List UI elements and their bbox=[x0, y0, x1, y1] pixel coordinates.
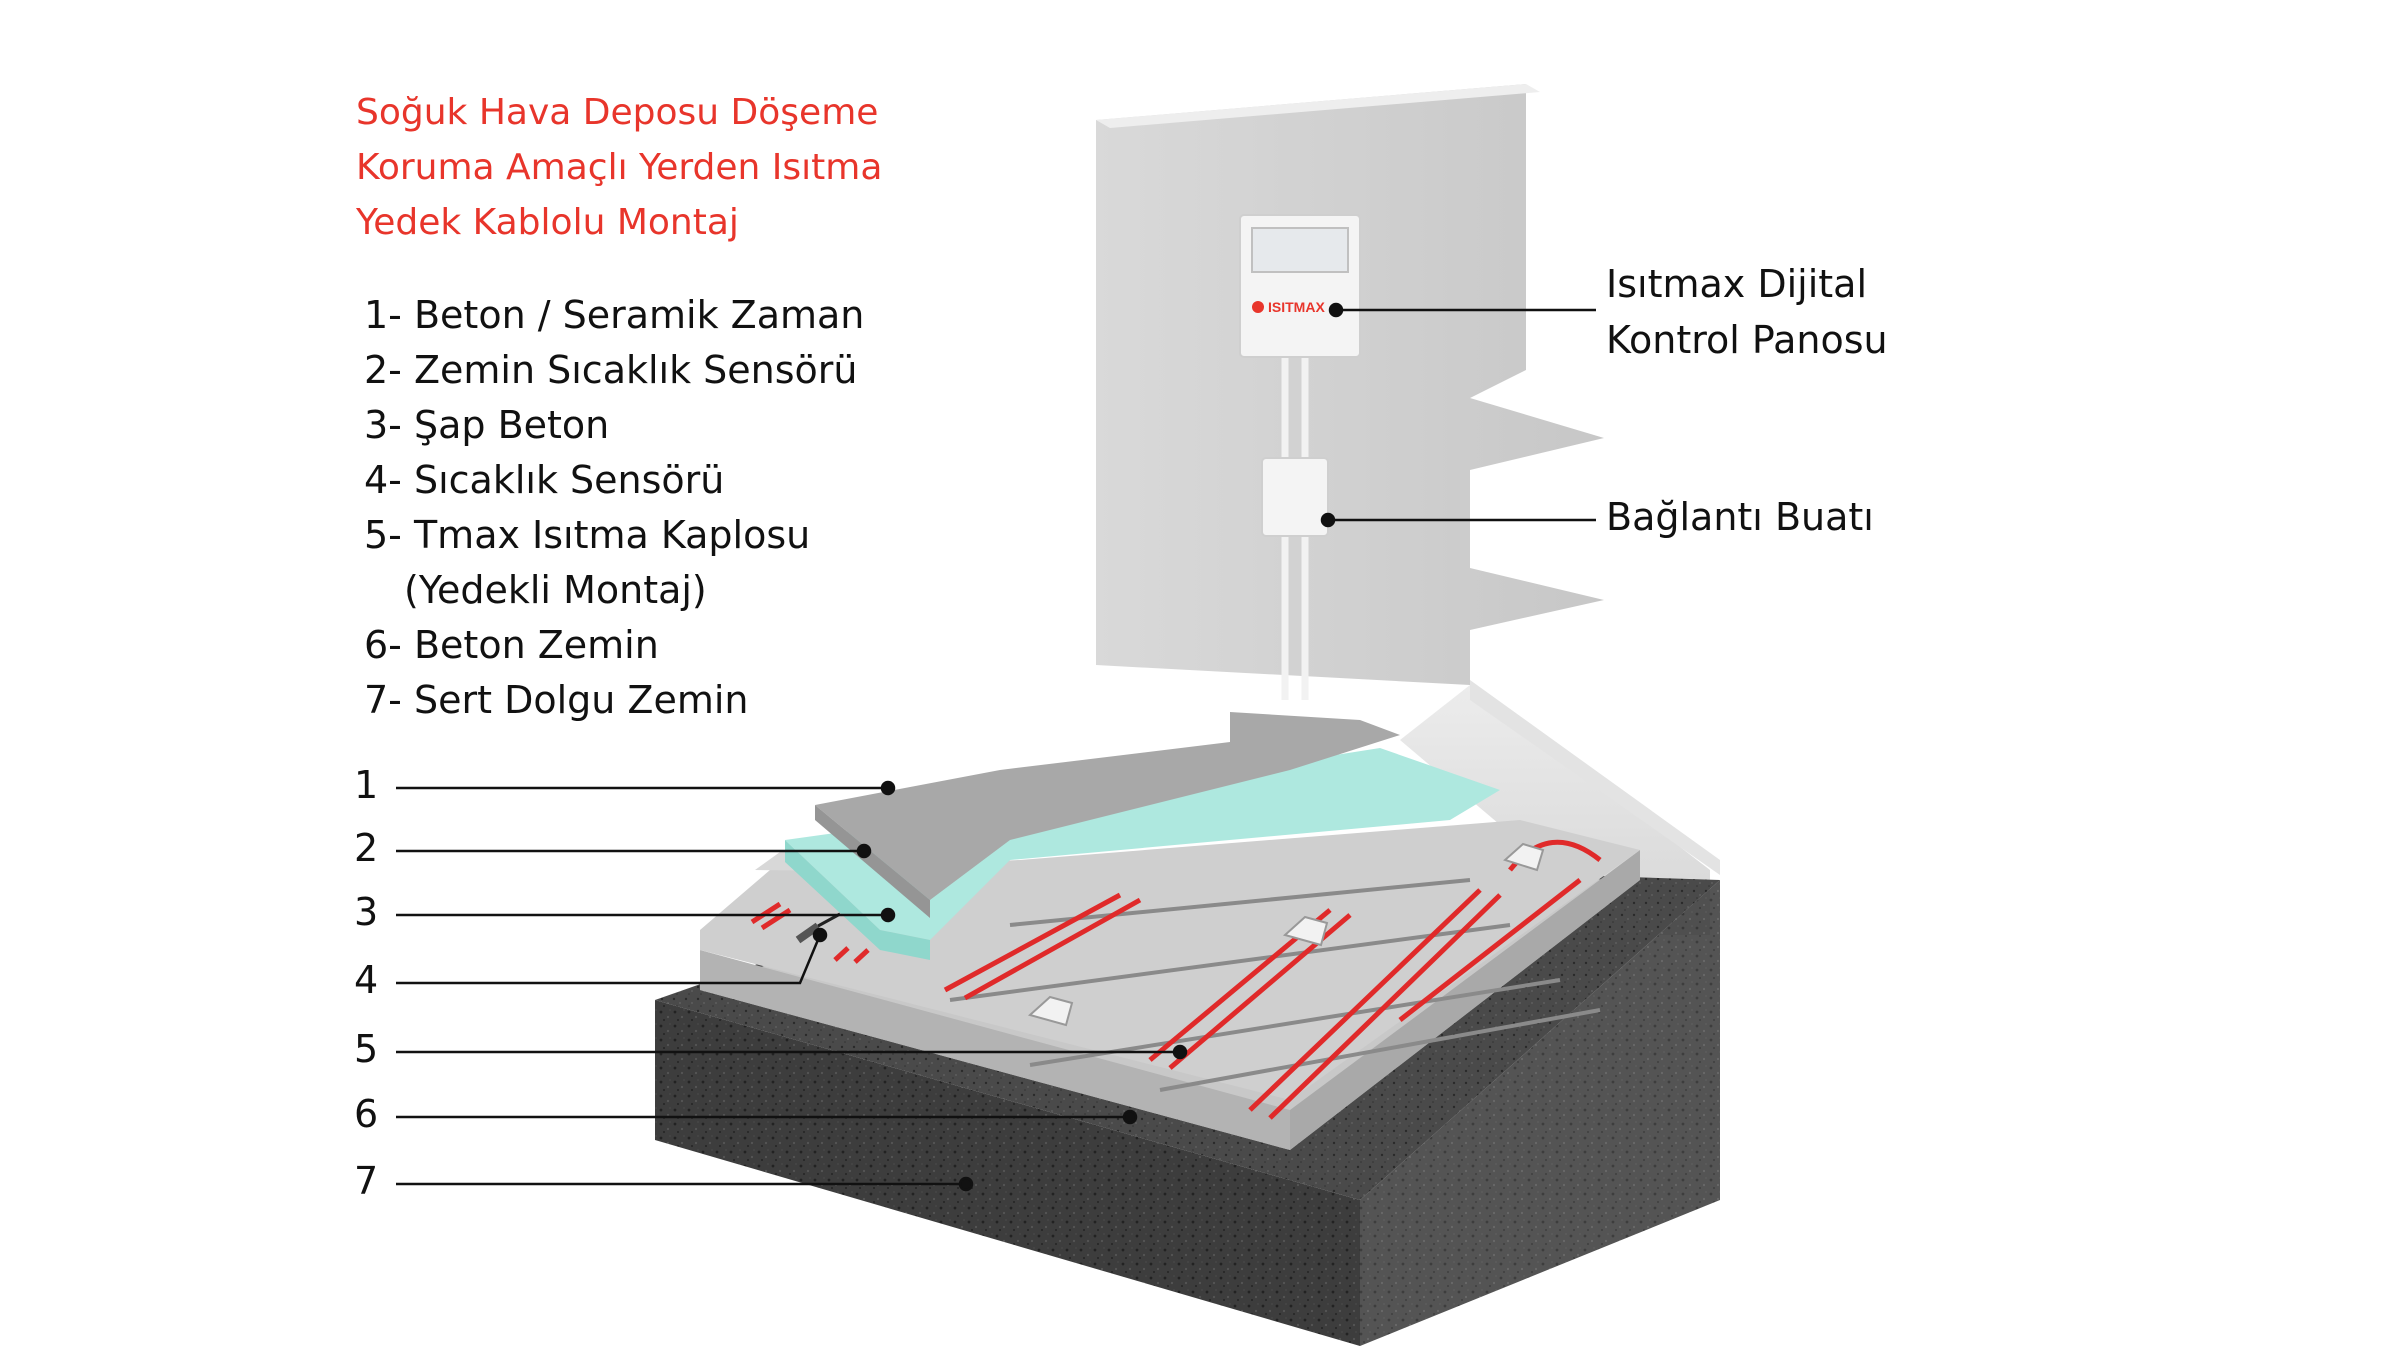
panel-display bbox=[1251, 227, 1349, 273]
heating-cable bbox=[963, 897, 1142, 1001]
callout-control-panel-line-1: Isıtmax Dijital bbox=[1606, 262, 1868, 306]
heating-cable-short bbox=[833, 946, 870, 964]
heating-cable bbox=[1398, 878, 1582, 1022]
legend-item-7: 7- Sert Dolgu Zemin bbox=[364, 678, 749, 722]
cable-clip bbox=[1503, 842, 1545, 872]
panel-logo-text: ISITMAX bbox=[1268, 299, 1325, 315]
wall-side-face bbox=[1470, 680, 1720, 875]
heating-cable bbox=[1248, 888, 1482, 1112]
legend-item-5: 5- Tmax Isıtma Kaplosu bbox=[364, 513, 811, 557]
layer-number-7: 7 bbox=[354, 1159, 379, 1203]
cable-rail bbox=[1159, 1008, 1601, 1092]
layer-number-3: 3 bbox=[354, 890, 379, 934]
legend-item-2: 2- Zemin Sıcaklık Sensörü bbox=[364, 348, 858, 392]
title-line-2: Koruma Amaçlı Yerden Isıtma bbox=[356, 147, 883, 188]
wall-top-edge bbox=[1096, 84, 1540, 128]
cable-clip bbox=[1282, 915, 1329, 947]
leader-dot bbox=[1172, 1044, 1188, 1060]
legend-item-6: 6- Beton Zemin bbox=[364, 623, 659, 667]
base-right bbox=[1290, 850, 1640, 1150]
legend-item-5-note: (Yedekli Montaj) bbox=[404, 568, 707, 612]
legend-item-3: 3- Şap Beton bbox=[364, 403, 610, 447]
legend-item-1: 1- Beton / Seramik Zaman bbox=[364, 293, 865, 337]
callout-junction-box: Bağlantı Buatı bbox=[1606, 495, 1874, 539]
control-panel: ISITMAX bbox=[1239, 214, 1361, 358]
heating-cable-short bbox=[750, 901, 792, 931]
wall-front bbox=[1096, 84, 1604, 685]
soil-front bbox=[655, 1000, 1360, 1346]
slab-front bbox=[815, 805, 930, 918]
cable-clip bbox=[1027, 995, 1074, 1027]
leader-dot bbox=[1328, 302, 1344, 318]
layer-5-heating-cables bbox=[750, 839, 1602, 1120]
legend-item-4: 4- Sıcaklık Sensörü bbox=[364, 458, 725, 502]
insulation-front bbox=[785, 840, 930, 960]
sensor-probe bbox=[795, 922, 821, 944]
leader-dot bbox=[880, 907, 896, 923]
leader-dot bbox=[856, 843, 872, 859]
callout-control-panel-line-2: Kontrol Panosu bbox=[1606, 318, 1888, 362]
leader-dot bbox=[958, 1176, 974, 1192]
layer-number-2: 2 bbox=[354, 826, 379, 870]
heating-cable bbox=[943, 892, 1122, 993]
base-front bbox=[700, 950, 1290, 1150]
insulation-top bbox=[785, 748, 1500, 940]
title-line-1: Soğuk Hava Deposu Döşeme bbox=[356, 92, 879, 133]
box-body bbox=[1261, 457, 1329, 537]
leader-dot bbox=[1122, 1109, 1138, 1125]
layer-number-1: 1 bbox=[354, 763, 379, 807]
leader-lines bbox=[396, 302, 1596, 1192]
soil-right bbox=[1360, 880, 1720, 1346]
layer-2-insulation bbox=[785, 748, 1500, 960]
heating-cable bbox=[1268, 893, 1502, 1120]
layer-1-top-slab bbox=[815, 712, 1400, 918]
layer-number-6: 6 bbox=[354, 1092, 379, 1136]
leader-dot bbox=[812, 927, 828, 943]
leader-dot bbox=[880, 780, 896, 796]
layer-number-4: 4 bbox=[354, 958, 379, 1002]
slab-top bbox=[815, 712, 1400, 900]
panel-logo-mark bbox=[1252, 301, 1264, 313]
junction-box bbox=[1261, 457, 1329, 537]
title-line-3: Yedek Kablolu Montaj bbox=[356, 202, 739, 243]
leader-4 bbox=[396, 934, 822, 985]
cable-rail bbox=[949, 923, 1511, 1002]
layer-number-5: 5 bbox=[354, 1027, 379, 1071]
leader-dot bbox=[1320, 512, 1336, 528]
cable-rail bbox=[1009, 878, 1471, 927]
